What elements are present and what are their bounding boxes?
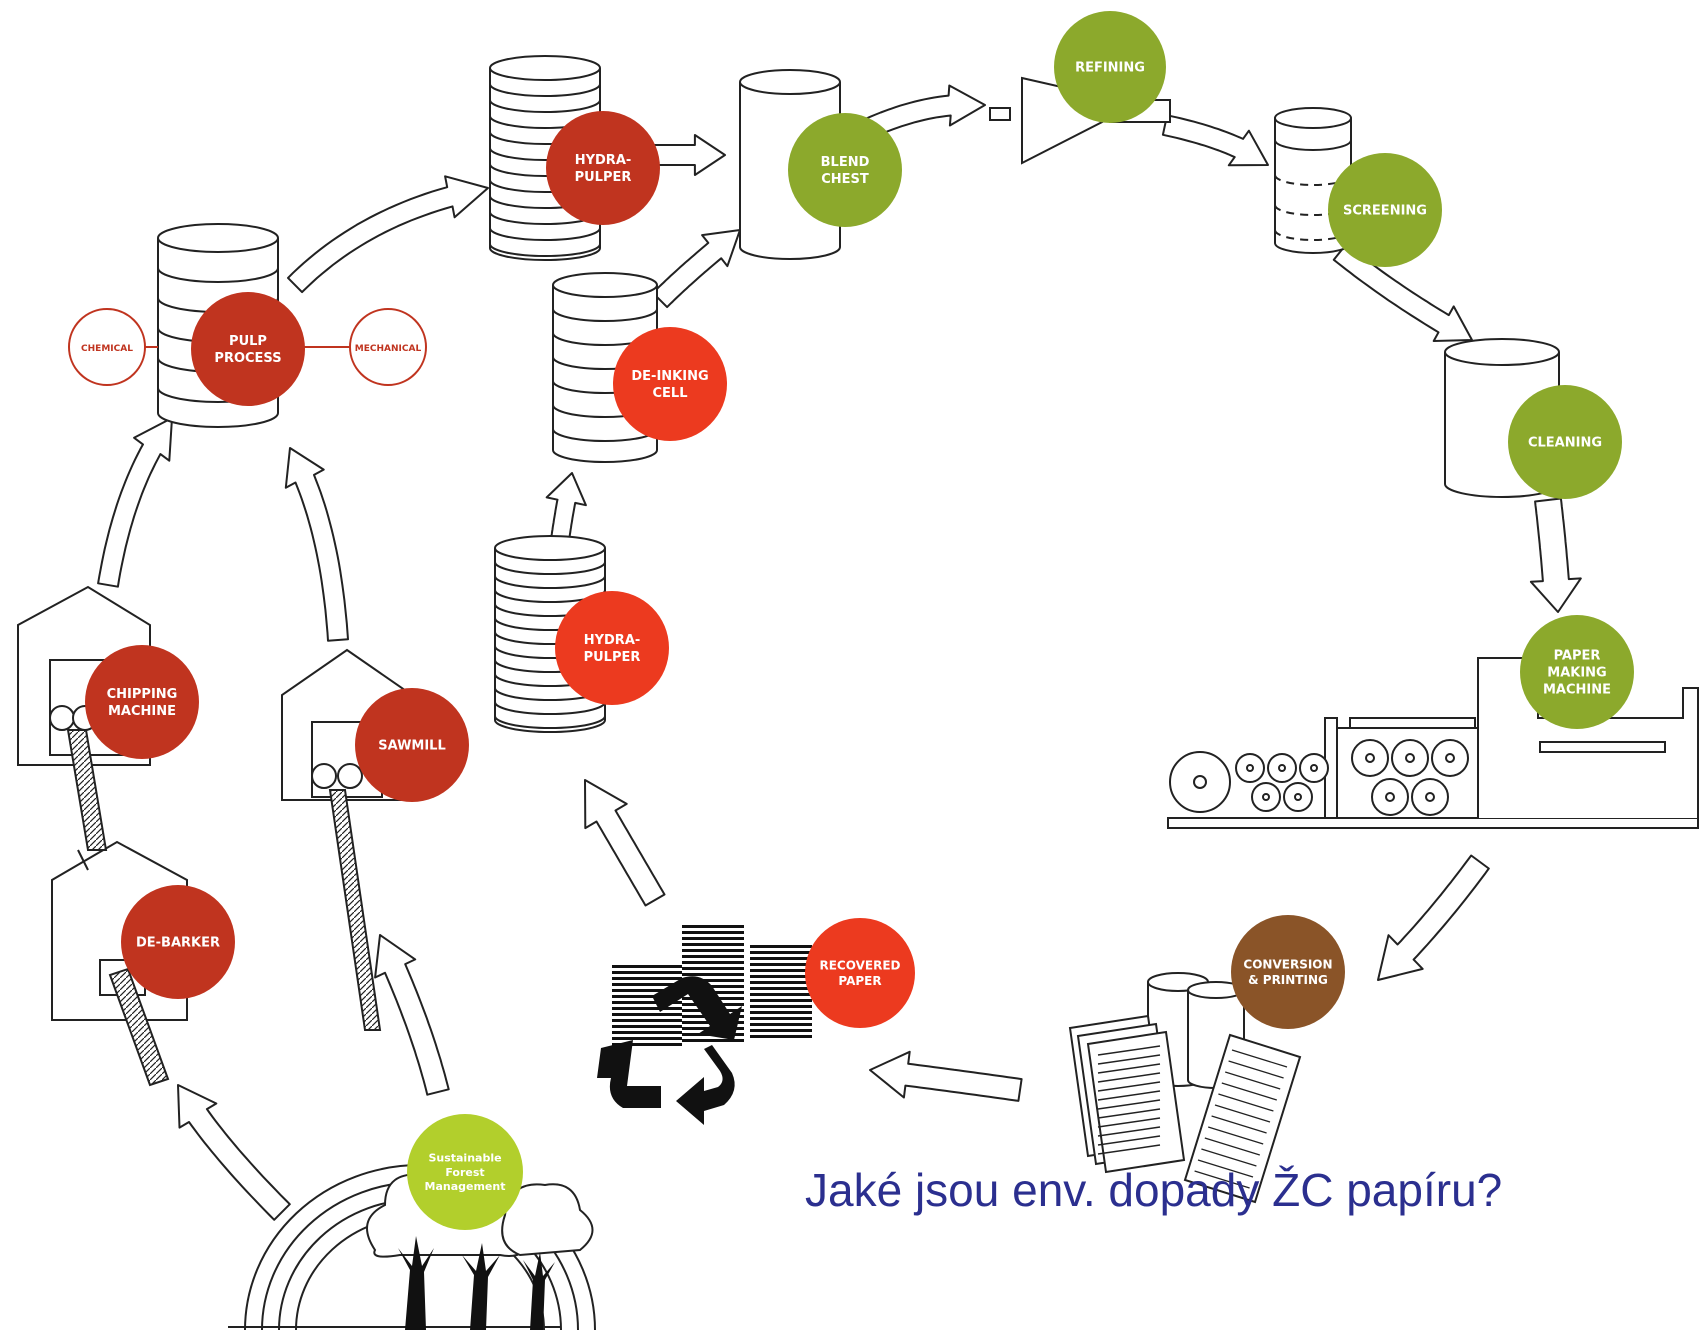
arrow-deinking-to-blend [651, 229, 741, 309]
arrow-forest-to-debarker [177, 1084, 291, 1221]
node-cleaning-circle [1508, 385, 1622, 499]
node-recovered-paper-label: RECOVERED [819, 958, 900, 972]
node-de-barker-circle [121, 885, 235, 999]
node-chipping-machine-label: MACHINE [108, 704, 176, 719]
arrow-cleaning-to-paper [1529, 497, 1582, 613]
node-sustainable-forest-label: Sustainable [428, 1152, 501, 1165]
node-pulp-process-label: PROCESS [214, 351, 281, 366]
node-sawmill-label: SAWMILL [378, 739, 446, 754]
node-de-inking-cell-label: CELL [653, 386, 688, 401]
chemical-circle [68, 308, 146, 386]
node-blend-chest-label: CHEST [821, 172, 869, 187]
arrow-recovered-to-hydrapulper [584, 779, 666, 907]
arrow-pulp-to-hydrapulper [287, 175, 489, 294]
node-recovered-paper-label: PAPER [838, 974, 881, 988]
node-conversion-printing: CONVERSION & PRINTING [1231, 915, 1345, 1029]
arrow-forest-to-sawmill [374, 934, 450, 1096]
node-blend-chest-label: BLEND [821, 155, 870, 170]
node-conversion-printing-circle [1231, 915, 1345, 1029]
node-recovered-paper: RECOVERED PAPER [805, 918, 915, 1028]
node-pulp-process-label: PULP [229, 334, 267, 349]
node-paper-making-machine-label: MAKING [1547, 666, 1606, 681]
node-sustainable-forest-label: Forest [445, 1166, 484, 1179]
node-hydra-pulper-bottom-circle [555, 591, 669, 705]
node-refining-circle [1054, 11, 1166, 123]
node-pulp-process: PULP PROCESS [191, 292, 305, 406]
paper-machine-line [1167, 657, 1699, 829]
arrow-refiner-to-screening [1161, 114, 1269, 167]
pulp-options: CHEMICAL MECHANICAL [68, 308, 427, 386]
node-chipping-machine: CHIPPING MACHINE [85, 645, 199, 759]
node-blend-chest-circle [788, 113, 902, 227]
node-blend-chest: BLEND CHEST [788, 113, 902, 227]
mechanical-circle [349, 308, 427, 386]
node-hydra-pulper-top: HYDRA- PULPER [546, 111, 660, 225]
node-hydra-pulper-top-label: HYDRA- [575, 153, 632, 168]
node-paper-making-machine-label: MACHINE [1543, 682, 1611, 697]
arrow-conversion-to-recovered [869, 1050, 1023, 1102]
node-recovered-paper-circle [805, 918, 915, 1028]
node-de-barker: DE-BARKER [121, 885, 235, 999]
node-cleaning-label: CLEANING [1528, 436, 1602, 451]
node-hydra-pulper-bottom-label: HYDRA- [584, 633, 641, 648]
node-refining-label: REFINING [1075, 61, 1145, 76]
node-de-barker-label: DE-BARKER [136, 936, 220, 951]
arrow-sawmill-to-pulp [284, 447, 349, 642]
node-de-inking-cell-circle [613, 327, 727, 441]
node-chipping-machine-circle [85, 645, 199, 759]
node-cleaning: CLEANING [1508, 385, 1622, 499]
node-pulp-process-circle [191, 292, 305, 406]
cleaning-tank [1444, 338, 1560, 498]
node-de-inking-cell-label: DE-INKING [631, 369, 708, 384]
node-screening: SCREENING [1328, 153, 1442, 267]
node-screening-circle [1328, 153, 1442, 267]
equipment-drawings [17, 55, 1699, 1331]
recycle-symbol-icon [597, 976, 742, 1125]
node-sawmill: SAWMILL [355, 688, 469, 802]
node-sustainable-forest-label: Management [425, 1180, 506, 1193]
node-paper-making-machine-circle [1520, 615, 1634, 729]
node-conversion-printing-label: CONVERSION [1243, 957, 1332, 971]
node-hydra-pulper-bottom-label: PULPER [584, 650, 641, 665]
node-chipping-machine-label: CHIPPING [107, 687, 178, 702]
node-refining: REFINING [1054, 11, 1166, 123]
arrow-hydrapulper-to-deinking [545, 472, 587, 543]
node-sustainable-forest-circle [407, 1114, 523, 1230]
chemical-label: CHEMICAL [81, 344, 133, 354]
printing-products [1068, 972, 1302, 1204]
arrow-paper-to-conversion [1377, 854, 1490, 981]
node-paper-making-machine-label: PAPER [1554, 649, 1601, 664]
node-sawmill-circle [355, 688, 469, 802]
node-conversion-printing-label: & PRINTING [1248, 973, 1328, 987]
node-screening-label: SCREENING [1343, 204, 1427, 219]
node-hydra-pulper-top-circle [546, 111, 660, 225]
caption-question: Jaké jsou env. dopady ŽC papíru? [805, 1164, 1503, 1216]
arrow-screening-to-cleaning [1332, 243, 1473, 342]
node-de-inking-cell: DE-INKING CELL [613, 327, 727, 441]
node-hydra-pulper-top-label: PULPER [575, 170, 632, 185]
arrow-chipper-to-pulp [97, 417, 173, 588]
node-hydra-pulper-bottom: HYDRA- PULPER [555, 591, 669, 705]
mechanical-label: MECHANICAL [355, 344, 422, 354]
